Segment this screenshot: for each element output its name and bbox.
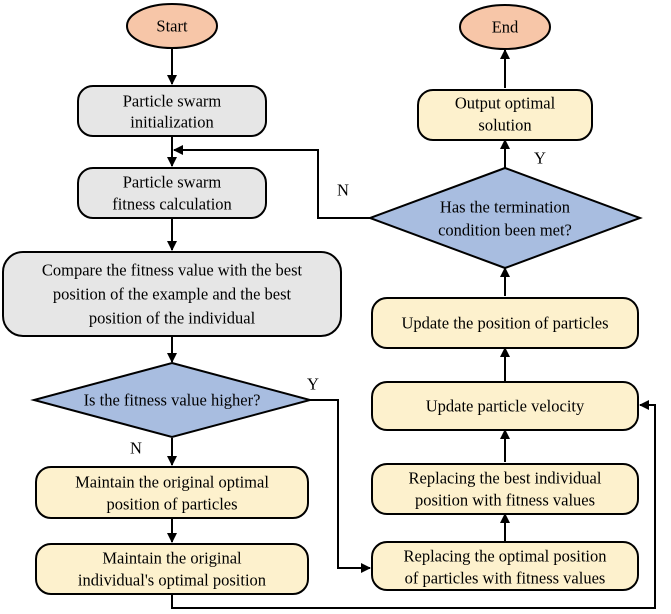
maintain-particles-label-line-2: position of particles (106, 495, 237, 514)
decision-termination-node (367, 166, 643, 270)
fitness-label-line-2: fitness calculation (112, 195, 232, 214)
decision-termination-label-line-2: condition been met? (438, 221, 572, 240)
maintain-individual-label-line-2: individual's optimal position (78, 571, 266, 590)
edge-label-higher-yes: Y (307, 375, 319, 394)
maintain-individual-node (35, 543, 309, 595)
start-node (126, 3, 218, 49)
compare-label-line-2: position of the example and the best (53, 285, 292, 304)
end-label: End (492, 18, 519, 37)
init-label-line-1: Particle swarm (123, 92, 222, 111)
replace-individual-label-line-1: Replacing the best individual (409, 469, 602, 488)
compare-label-line-1: Compare the fitness value with the best (42, 261, 303, 280)
replace-particles-label-line-1: Replacing the optimal position (403, 547, 606, 566)
edge-label-termination-yes: Y (534, 149, 546, 168)
init-label-line-2: initialization (130, 113, 213, 132)
update-velocity-node (371, 381, 639, 431)
maintain-individual-label-line-1: Maintain the original (102, 549, 242, 568)
start-label: Start (156, 17, 188, 36)
decision-higher-label: Is the fitness value higher? (84, 391, 261, 410)
maintain-particles-label-line-1: Maintain the original optimal (75, 473, 269, 492)
edge-label-termination-no: N (337, 181, 349, 200)
compare-node (2, 251, 342, 337)
end-node (459, 4, 551, 50)
connectors (167, 48, 656, 609)
output-node (417, 89, 593, 141)
replace-particles-node (371, 541, 639, 591)
update-position-label: Update the position of particles (401, 314, 608, 333)
arrow-maintain-individual-to-velocity (171, 400, 656, 609)
fitness-label-line-1: Particle swarm (123, 173, 222, 192)
replace-individual-label-line-2: position with fitness values (415, 491, 595, 510)
maintain-particles-node (35, 466, 309, 519)
decision-termination-label-line-1: Has the termination (440, 198, 570, 217)
init-node (77, 85, 267, 137)
edge-label-higher-no: N (130, 439, 142, 458)
output-label-line-2: solution (478, 116, 531, 135)
replace-particles-label-line-2: of particles with fitness values (405, 569, 606, 588)
replace-individual-node (371, 463, 639, 515)
fitness-node (77, 167, 267, 219)
arrow-termination-no-to-fitness (173, 145, 370, 219)
update-velocity-label: Update particle velocity (426, 397, 585, 416)
output-label-line-1: Output optimal (455, 94, 556, 113)
update-position-node (371, 297, 639, 349)
compare-label-line-3: position of the individual (89, 309, 256, 328)
arrow-decision-yes-to-replace (310, 399, 371, 573)
decision-higher-node (30, 361, 314, 439)
